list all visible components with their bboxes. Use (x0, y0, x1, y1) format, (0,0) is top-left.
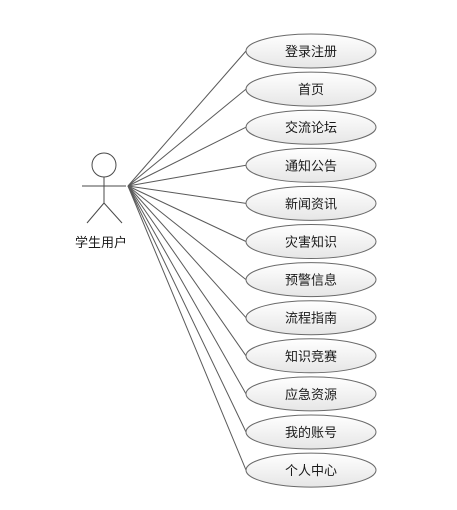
use-case-label: 我的账号 (285, 425, 337, 441)
use-case-label: 新闻资讯 (285, 196, 337, 212)
use-case-label: 通知公告 (285, 158, 337, 174)
actor-label: 学生用户 (75, 235, 127, 251)
association-line (127, 185, 247, 319)
use-case-label: 登录注册 (285, 45, 337, 60)
use-case-ellipse (245, 452, 377, 488)
association-line (127, 88, 247, 187)
use-case: 首页 (245, 71, 377, 107)
actor-head (91, 152, 117, 178)
use-case: 灾害知识 (245, 224, 377, 259)
use-case-label: 首页 (298, 83, 324, 98)
use-case-ellipse (245, 262, 377, 298)
association-line (127, 185, 247, 471)
use-case-ellipse (245, 300, 377, 336)
association-line (127, 164, 247, 187)
use-case-ellipse (245, 109, 377, 145)
use-case-ellipse (245, 224, 377, 259)
association-line (127, 185, 247, 242)
association-line (127, 126, 247, 187)
use-case-ellipse (245, 414, 377, 450)
use-case: 流程指南 (245, 300, 377, 336)
use-case: 个人中心 (245, 452, 377, 488)
use-case-list: 登录注册首页交流论坛通知公告新闻资讯灾害知识预警信息流程指南知识竞赛应急资源我的… (245, 33, 377, 488)
use-case: 我的账号 (245, 414, 377, 450)
association-line (127, 185, 247, 433)
actor-left-leg (86, 202, 105, 224)
association-lines (127, 50, 247, 471)
use-case: 知识竞赛 (245, 338, 377, 374)
use-case: 应急资源 (245, 376, 377, 412)
use-case-label: 知识竞赛 (285, 349, 337, 365)
use-case: 新闻资讯 (245, 185, 377, 221)
use-case-ellipse (245, 185, 377, 221)
actor-right-leg (103, 202, 123, 224)
use-case: 预警信息 (245, 262, 377, 298)
association-line (127, 185, 247, 204)
use-case-ellipse (245, 147, 377, 183)
use-case-ellipse (245, 33, 377, 69)
use-case: 登录注册 (245, 33, 377, 69)
use-case: 通知公告 (245, 147, 377, 183)
use-case-label: 灾害知识 (285, 235, 337, 251)
association-line (127, 185, 247, 280)
use-case-label: 预警信息 (285, 273, 337, 289)
use-case-ellipse (245, 338, 377, 374)
use-case-label: 流程指南 (285, 311, 337, 327)
use-case: 交流论坛 (245, 109, 377, 145)
association-line (127, 50, 247, 187)
association-line (127, 185, 247, 395)
use-case-ellipse (245, 71, 377, 107)
use-case-label: 个人中心 (285, 464, 337, 479)
association-line (127, 185, 247, 357)
use-case-label: 交流论坛 (285, 120, 337, 136)
actor-figure (82, 152, 126, 224)
use-case-ellipse (245, 376, 377, 412)
use-case-label: 应急资源 (285, 387, 337, 403)
